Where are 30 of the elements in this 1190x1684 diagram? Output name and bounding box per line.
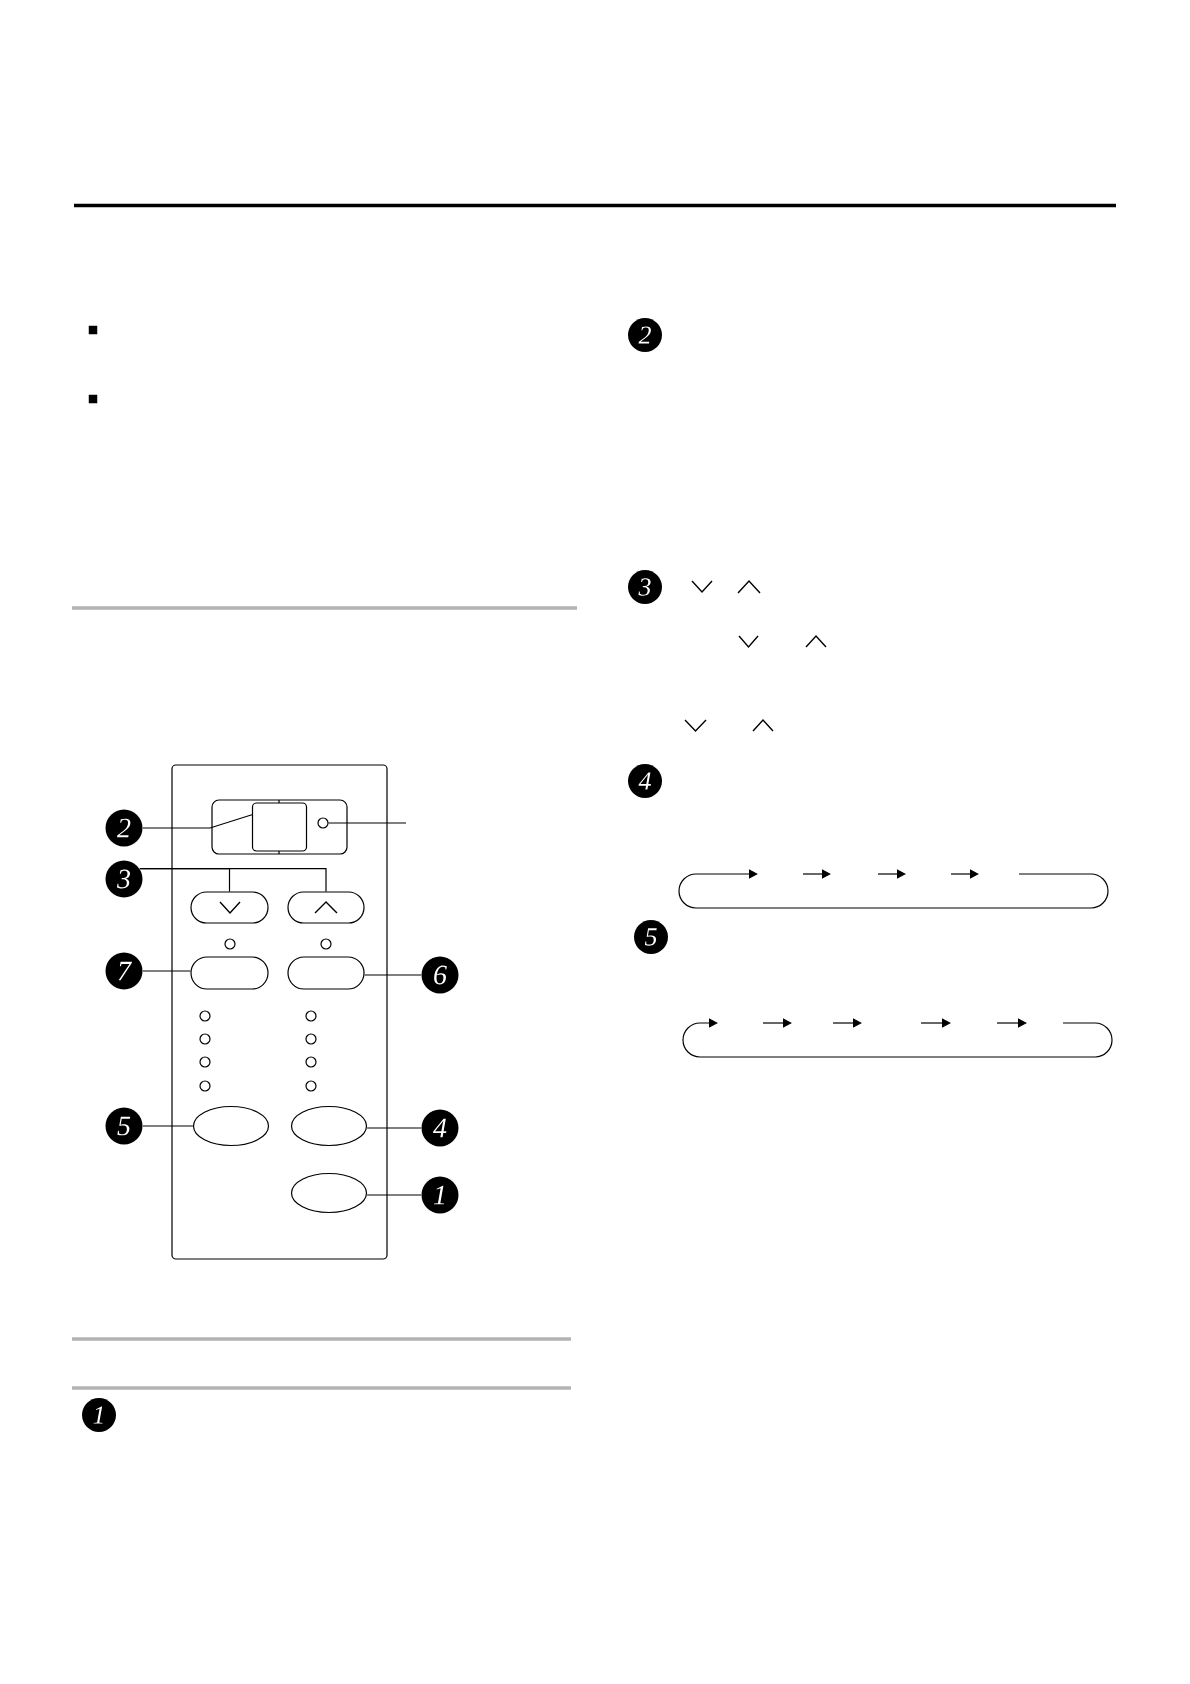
leader-line xyxy=(366,1194,422,1196)
callout-number: 4 xyxy=(628,764,662,798)
mode-button xyxy=(190,956,269,990)
callout-number: 1 xyxy=(421,1176,459,1214)
callout-number: 4 xyxy=(421,1109,459,1147)
leader-line xyxy=(142,970,191,972)
callout-number: 2 xyxy=(105,809,143,847)
control-panel xyxy=(171,764,388,1260)
indicator-light xyxy=(317,817,329,829)
display-window xyxy=(251,802,308,852)
leader-line xyxy=(364,974,422,976)
callout-number: 3 xyxy=(105,860,143,898)
callout-number: 5 xyxy=(634,920,668,954)
callout-number: 2 xyxy=(628,318,662,352)
callout-number: 3 xyxy=(628,570,662,604)
display-frame xyxy=(211,799,348,855)
callout-number: 5 xyxy=(105,1107,143,1145)
oval-button xyxy=(290,1105,368,1147)
leader-line xyxy=(139,868,327,892)
leader-line xyxy=(366,1127,422,1129)
arrow-button xyxy=(287,891,365,924)
mode-button xyxy=(287,956,365,990)
callout-number: 6 xyxy=(421,956,459,994)
leader-line xyxy=(328,822,407,824)
callout-number: 7 xyxy=(105,952,143,990)
callout-number: 1 xyxy=(82,1398,116,1432)
arrow-button xyxy=(190,891,269,924)
leader-line xyxy=(142,1125,194,1127)
oval-button xyxy=(290,1172,368,1214)
oval-button xyxy=(192,1105,270,1147)
